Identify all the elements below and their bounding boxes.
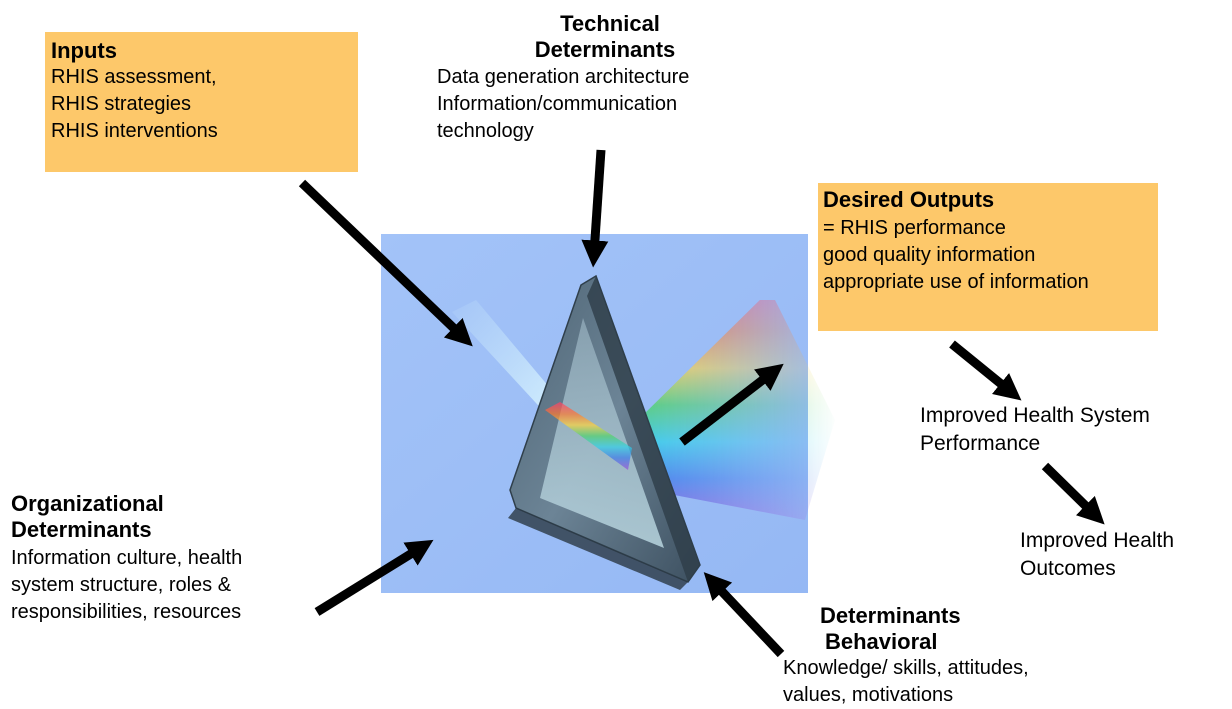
improved-system-line-2: Performance — [920, 432, 1041, 455]
organizational-line-2: system structure, roles & — [11, 574, 232, 596]
organizational-block: Organizational Determinants Information … — [11, 491, 242, 626]
behavioral-title-line-1: Determinants — [820, 603, 961, 628]
arrow-behavioral — [703, 572, 785, 658]
arrow-health-system — [949, 340, 1022, 401]
organizational-line-3: responsibilities, resources — [11, 601, 242, 623]
inputs-line-3: RHIS interventions — [51, 120, 218, 142]
organizational-title-line-2: Determinants — [11, 517, 152, 542]
arrow-outputs — [679, 363, 784, 446]
arrow-organizational — [314, 539, 434, 616]
inputs-line-2: RHIS strategies — [51, 93, 192, 115]
technical-line-1: Data generation architecture — [437, 66, 690, 88]
arrow-technical — [581, 149, 609, 268]
technical-title-line-1: Technical — [560, 11, 660, 36]
prism-icon — [508, 274, 701, 590]
organizational-title-line-1: Organizational — [11, 491, 164, 516]
inputs-line-1: RHIS assessment, — [51, 66, 217, 88]
internal-dispersion — [545, 402, 632, 470]
inputs-box: Inputs RHIS assessment, RHIS strategies … — [45, 32, 358, 172]
improved-outcomes-text: Improved Health Outcomes — [1020, 527, 1174, 583]
behavioral-text: Knowledge/ skills, attitudes, values, mo… — [783, 655, 1029, 709]
desired-outputs-line-3: appropriate use of information — [823, 271, 1089, 293]
arrow-health-outcomes — [1041, 462, 1105, 525]
behavioral-title: Determinants Behavioral — [820, 603, 961, 655]
behavioral-line-2: values, motivations — [783, 684, 954, 706]
technical-title-line-2: Determinants — [534, 37, 676, 62]
technical-line-3: technology — [437, 120, 534, 142]
desired-outputs-line-1: = RHIS performance — [823, 217, 1006, 239]
behavioral-title-line-2: Behavioral — [825, 629, 938, 654]
technical-text: Data generation architecture Information… — [437, 64, 689, 145]
technical-title: Technical Determinants — [500, 11, 700, 63]
improved-outcomes-line-2: Outcomes — [1020, 557, 1116, 580]
improved-outcomes-line-1: Improved Health — [1020, 529, 1175, 552]
technical-line-2: Information/communication — [437, 93, 678, 115]
behavioral-line-1: Knowledge/ skills, attitudes, — [783, 657, 1029, 679]
desired-outputs-line-2: good quality information — [823, 244, 1036, 266]
arrow-inputs — [298, 179, 473, 347]
organizational-line-1: Information culture, health — [11, 547, 243, 569]
desired-outputs-box: Desired Outputs = RHIS performance good … — [818, 183, 1158, 331]
light-beam — [452, 300, 560, 416]
improved-system-line-1: Improved Health System — [920, 404, 1150, 427]
inputs-title: Inputs — [51, 38, 117, 63]
improved-system-text: Improved Health System Performance — [920, 402, 1150, 458]
desired-outputs-title: Desired Outputs — [823, 187, 995, 212]
